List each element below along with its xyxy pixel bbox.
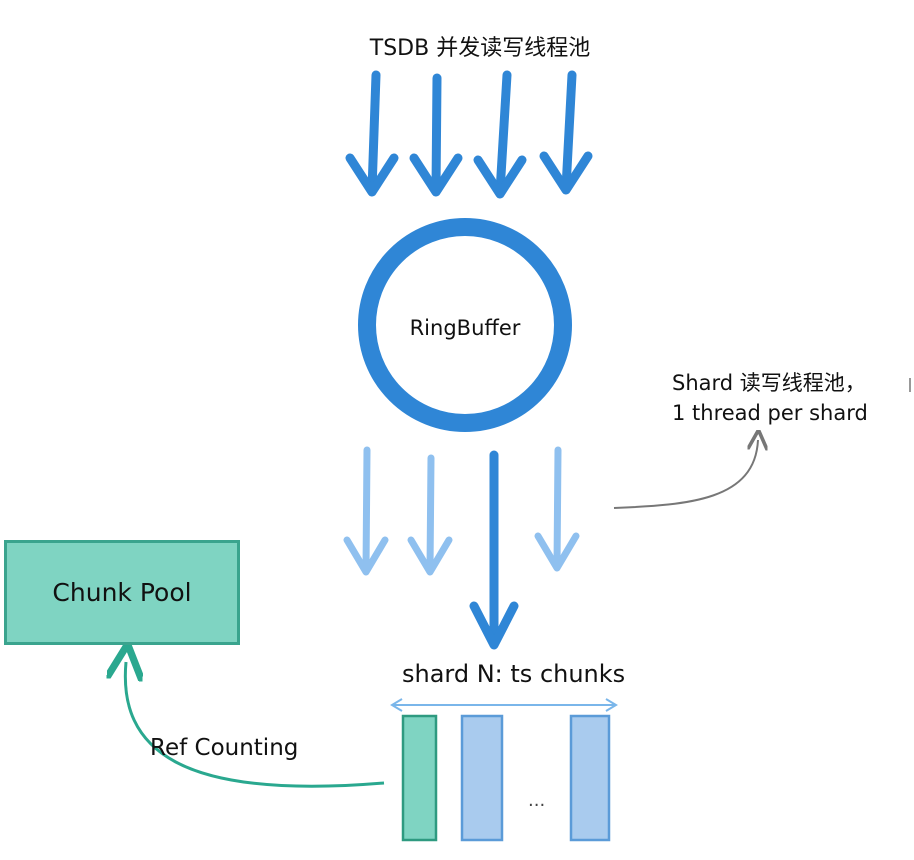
ringbuffer-ring <box>358 218 572 432</box>
incoming-arrows <box>345 70 593 199</box>
shard-arrow-4 <box>534 446 580 572</box>
chunk-pool-label: Chunk Pool <box>52 578 192 607</box>
incoming-arrow-2 <box>409 73 463 197</box>
incoming-arrow-1 <box>345 70 399 197</box>
chunk-pool-box: Chunk Pool <box>4 540 240 645</box>
diagram-title: TSDB 并发读写线程池 <box>369 36 591 61</box>
shard-pool-note: Shard 读写线程池， 1 thread per shard <box>672 368 868 428</box>
shard-arrow-main <box>469 450 519 650</box>
chunk-active <box>401 714 438 842</box>
shard-arrow-1 <box>343 446 389 576</box>
annotation-arrow <box>613 440 758 509</box>
chunks-bracket <box>390 698 618 712</box>
shard-pool-line-1: Shard 读写线程池， <box>672 371 866 395</box>
shard-arrow-2 <box>407 454 453 576</box>
incoming-arrow-3 <box>473 70 527 199</box>
shard-arrows <box>343 446 580 650</box>
shard-pool-line-2: 1 thread per shard <box>672 401 868 425</box>
chunks-ellipsis: ... <box>528 790 546 811</box>
ringbuffer-label: RingBuffer <box>409 316 521 340</box>
shard-chunks-label: shard N: ts chunks <box>402 660 626 688</box>
ts-chunks <box>401 714 611 842</box>
ref-counting-arrow <box>125 662 385 788</box>
ref-counting-label: Ref Counting <box>150 735 299 761</box>
incoming-arrow-4 <box>539 70 593 195</box>
chunk-2 <box>460 714 504 842</box>
chunk-n <box>569 714 611 842</box>
